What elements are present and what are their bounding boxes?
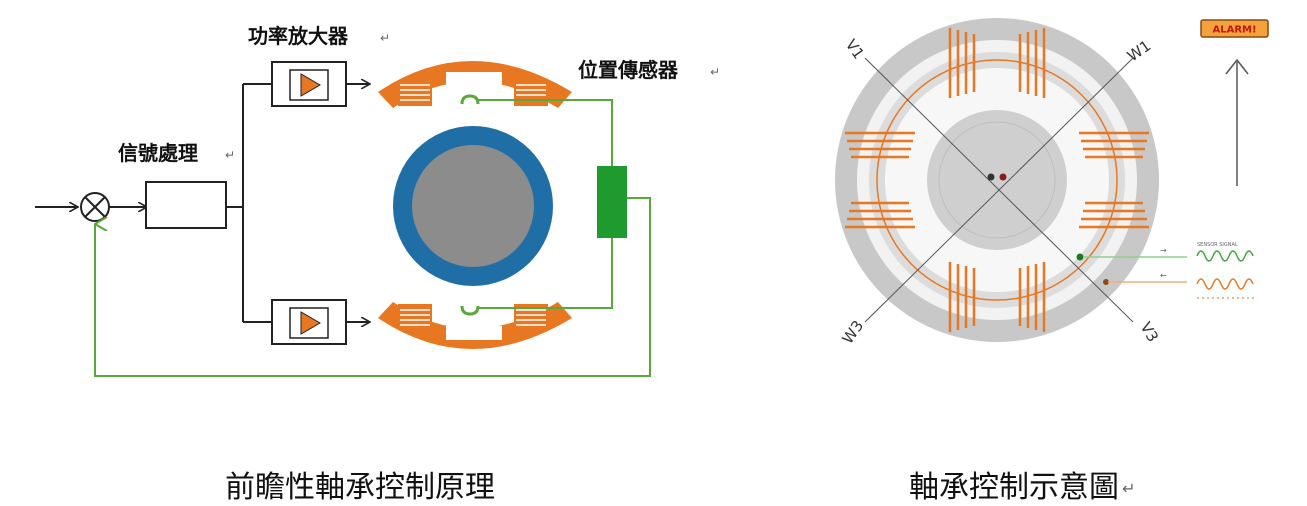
right-caption: 軸承控制示意圖 — [909, 470, 1119, 505]
phase-lines — [864, 57, 1134, 323]
left-caption: 前瞻性軸承控制原理 — [225, 470, 495, 505]
electromagnet-top — [378, 61, 572, 108]
svg-text:←: ← — [1160, 271, 1167, 280]
alarm-label: ALARM! — [1212, 25, 1256, 36]
coil-wire-ring — [876, 59, 1118, 301]
amplifier-return-mark: ↵ — [380, 31, 390, 45]
sensor-return-mark: ↵ — [710, 65, 720, 79]
phase-label-v1: V1 — [842, 36, 868, 63]
feedback-loop — [94, 197, 651, 377]
phase-label-w1: W1 — [1124, 37, 1154, 66]
signal-processing-label: 信號處理 — [118, 141, 198, 165]
rotor — [393, 126, 553, 286]
phase-label-v3: V3 — [1137, 319, 1162, 345]
electromagnet-bottom — [378, 302, 572, 349]
left-diagram: 功率放大器 ↵ 位置傳感器 ↵ 信號處理 ↵ 前瞻性軸承控制原理 — [35, 24, 720, 505]
phase-label-w3: W3 — [839, 317, 868, 347]
right-diagram: V1 W1 W3 V3 → ← SENSOR SIGNAL ALARM! 軸承控 — [835, 18, 1269, 505]
amplifier-label: 功率放大器 — [248, 24, 349, 48]
sensor-wire-bottom — [478, 238, 613, 309]
sensor-label: 位置傳感器 — [578, 58, 679, 82]
alarm-indicator: ALARM! — [1200, 19, 1269, 38]
signal-return-mark: ↵ — [225, 148, 235, 162]
position-sensor — [597, 166, 627, 238]
amplifier-top — [271, 61, 370, 107]
sensor-waveforms: SENSOR SIGNAL — [1196, 242, 1254, 299]
right-caption-mark: ↵ — [1122, 479, 1135, 498]
amplifier-bottom — [271, 299, 370, 345]
stator-coils — [845, 28, 1149, 332]
summing-junction — [80, 192, 110, 222]
svg-text:→: → — [1160, 246, 1167, 255]
sensor-wire-top — [478, 99, 613, 166]
signal-processing-block — [145, 181, 227, 229]
right-rotor — [927, 110, 1067, 250]
signal-text-top: SENSOR SIGNAL — [1197, 242, 1238, 248]
up-arrow-icon — [1225, 58, 1249, 186]
